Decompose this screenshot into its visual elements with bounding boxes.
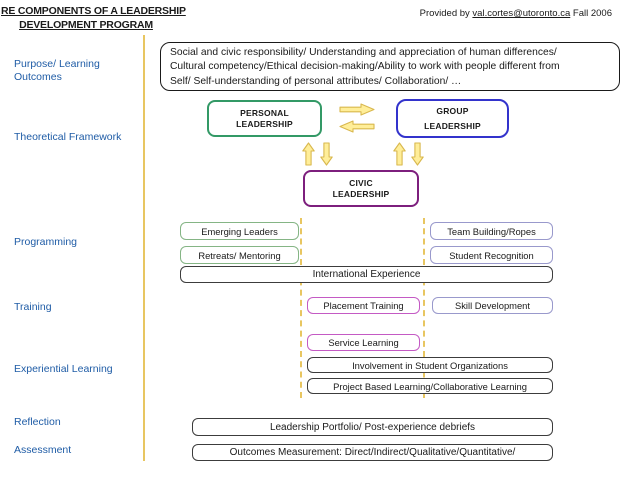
skill-development-box: Skill Development [432,297,553,314]
group-leadership-line2: LEADERSHIP [424,120,481,131]
arrow-up-icon [302,142,315,166]
dashed-guide-right [423,218,425,398]
page-title: RE COMPONENTS OF A LEADERSHIP DEVELOPMEN… [1,4,186,32]
arrow-down-icon [411,142,424,166]
civic-leadership-box: CIVIC LEADERSHIP [303,170,419,207]
arrow-down-icon [320,142,333,166]
learning-outcomes-box: Social and civic responsibility/ Underst… [160,42,620,91]
arrow-left-icon [339,120,375,133]
personal-leadership-line2: LEADERSHIP [236,118,293,129]
team-building-ropes-box: Team Building/Ropes [430,222,553,240]
international-experience-box: International Experience [180,266,553,283]
civic-leadership-line1: CIVIC [349,177,373,188]
page-title-line1: RE COMPONENTS OF A LEADERSHIP [1,5,186,17]
outcomes-line-1: Social and civic responsibility/ Underst… [170,47,557,58]
personal-leadership-line1: PERSONAL [240,107,289,118]
service-learning-box: Service Learning [307,334,420,351]
gold-vertical-divider [143,35,145,461]
page-title-line2: DEVELOPMENT PROGRAM [19,19,153,31]
student-recognition-box: Student Recognition [430,246,553,264]
arrow-right-icon [339,103,375,116]
personal-group-arrows [339,103,375,133]
arrow-up-icon [393,142,406,166]
group-civic-arrows [393,142,424,166]
leadership-portfolio-box: Leadership Portfolio/ Post-experience de… [192,418,553,436]
sidebar-label-reflection: Reflection [14,416,61,428]
personal-civic-arrows [302,142,333,166]
group-leadership-box: GROUP LEADERSHIP [396,99,509,138]
personal-leadership-box: PERSONAL LEADERSHIP [207,100,322,137]
sidebar-label-experiential-learning: Experiential Learning [14,363,113,375]
sidebar-label-purpose: Purpose/ Learning Outcomes [14,58,100,83]
civic-leadership-line2: LEADERSHIP [332,188,390,199]
retreats-mentoring-box: Retreats/ Mentoring [180,246,299,264]
sidebar-label-assessment: Assessment [14,444,72,456]
outcomes-line-2: Cultural competency/Ethical decision-mak… [170,61,560,73]
group-leadership-line1: GROUP [436,105,469,116]
credit-prefix: Provided by [419,8,473,19]
sidebar-label-programming: Programming [14,236,78,248]
involvement-student-orgs-box: Involvement in Student Organizations [307,357,553,373]
outcomes-measurement-box: Outcomes Measurement: Direct/Indirect/Qu… [192,444,553,461]
credit-line: Provided by val.cortes@utoronto.ca Fall … [420,8,612,19]
sidebar-label-training: Training [14,301,52,313]
sidebar-label-theoretical-framework: Theoretical Framework [14,131,122,143]
project-based-learning-box: Project Based Learning/Collaborative Lea… [307,378,553,394]
credit-email-link[interactable]: val.cortes@utoronto.ca [472,8,571,19]
placement-training-box: Placement Training [307,297,420,314]
dashed-guide-left [300,218,302,398]
emerging-leaders-box: Emerging Leaders [180,222,299,240]
credit-suffix: Fall 2006 [570,8,612,19]
outcomes-line-3: Self/ Self-understanding of personal att… [170,75,462,87]
